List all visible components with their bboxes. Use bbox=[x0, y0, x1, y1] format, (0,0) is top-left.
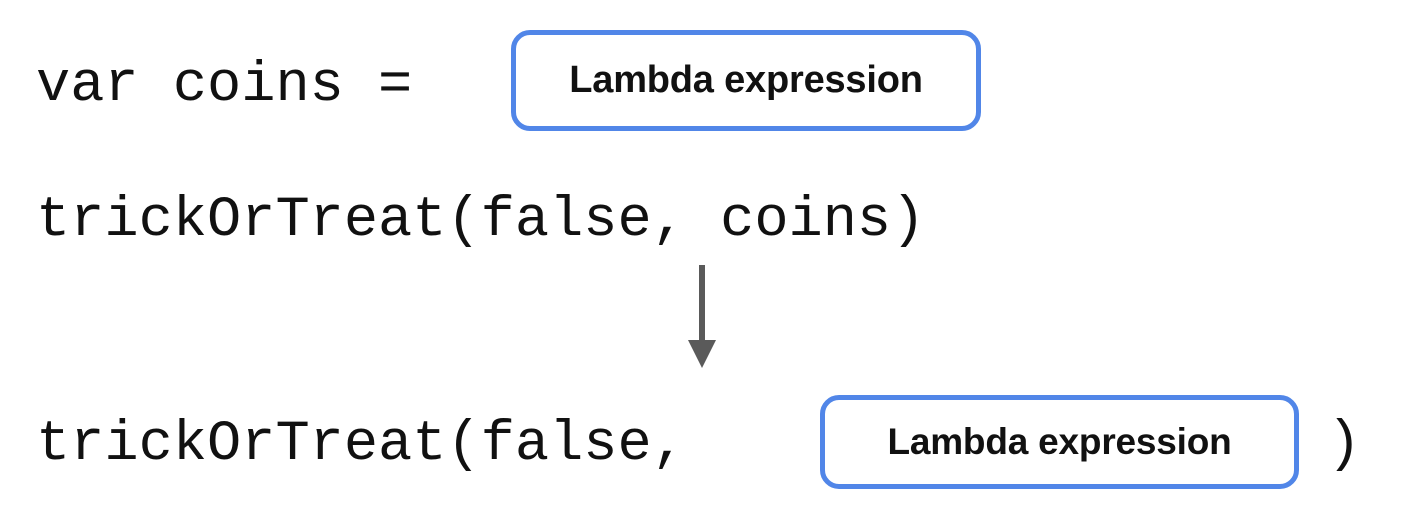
lambda-expression-chip-assignment[interactable]: Lambda expression bbox=[511, 30, 981, 131]
transform-arrow bbox=[676, 260, 728, 372]
lambda-expression-chip-label: Lambda expression bbox=[569, 59, 923, 101]
code-line-call-prefix: trickOrTreat(false, bbox=[36, 413, 721, 477]
lambda-expression-chip-inline[interactable]: Lambda expression bbox=[820, 395, 1299, 489]
code-line-call-suffix: ) bbox=[1327, 413, 1362, 477]
code-line-var-coins: var coins = bbox=[36, 54, 447, 118]
down-arrow-icon bbox=[688, 265, 716, 368]
lambda-expression-chip-label-inline: Lambda expression bbox=[887, 421, 1232, 462]
code-line-call-with-variable: trickOrTreat(false, coins) bbox=[36, 189, 926, 253]
